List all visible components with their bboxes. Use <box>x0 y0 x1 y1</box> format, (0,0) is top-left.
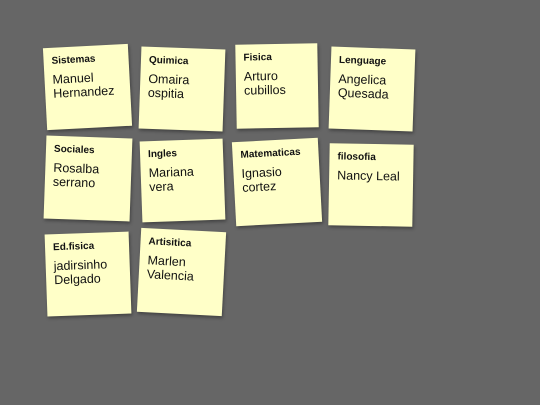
sticky-note-ed-fisica[interactable]: Ed.fisica jadirsinho Delgado <box>44 231 132 317</box>
sticky-note-lenguage[interactable]: Lenguage Angelica Quesada <box>328 46 416 132</box>
note-subject: filosofia <box>337 151 376 164</box>
note-subject: Artisitica <box>148 236 192 250</box>
note-subject: Ed.fisica <box>52 240 95 254</box>
sticky-note-sistemas[interactable]: Sistemas Manuel Hernandez <box>42 43 133 131</box>
note-subject: Sociales <box>53 143 95 157</box>
note-person: Marlen Valencia <box>146 253 195 284</box>
note-person: jadirsinho Delgado <box>53 257 108 288</box>
note-subject: Ingles <box>147 148 178 161</box>
note-subject: Sistemas <box>51 53 96 67</box>
note-person: Rosalba serrano <box>52 160 100 191</box>
note-person: Ignasio cortez <box>241 164 283 195</box>
note-subject: Fisica <box>243 52 272 64</box>
sticky-note-artisitica[interactable]: Artisitica Marlen Valencia <box>136 227 227 317</box>
sticky-note-filosofia[interactable]: filosofia Nancy Leal <box>328 143 414 227</box>
sticky-note-quimica[interactable]: Quimica Omaira ospitia <box>138 46 226 132</box>
note-person: Nancy Leal <box>337 168 400 184</box>
note-person: Mariana vera <box>148 164 195 195</box>
note-person: Arturo cubillos <box>243 68 286 98</box>
sticky-note-sociales[interactable]: Sociales Rosalba serrano <box>43 135 133 222</box>
note-person: Angelica Quesada <box>337 71 389 102</box>
sticky-note-fisica[interactable]: Fisica Arturo cubillos <box>235 43 319 129</box>
sticky-note-ingles[interactable]: Ingles Mariana vera <box>139 138 226 223</box>
note-person: Manuel Hernandez <box>52 70 115 101</box>
note-subject: Matematicas <box>240 146 301 161</box>
note-subject: Lenguage <box>338 54 387 68</box>
note-person: Omaira ospitia <box>147 71 190 102</box>
sticky-note-matematicas[interactable]: Matematicas Ignasio cortez <box>231 137 323 227</box>
note-subject: Quimica <box>148 54 189 68</box>
